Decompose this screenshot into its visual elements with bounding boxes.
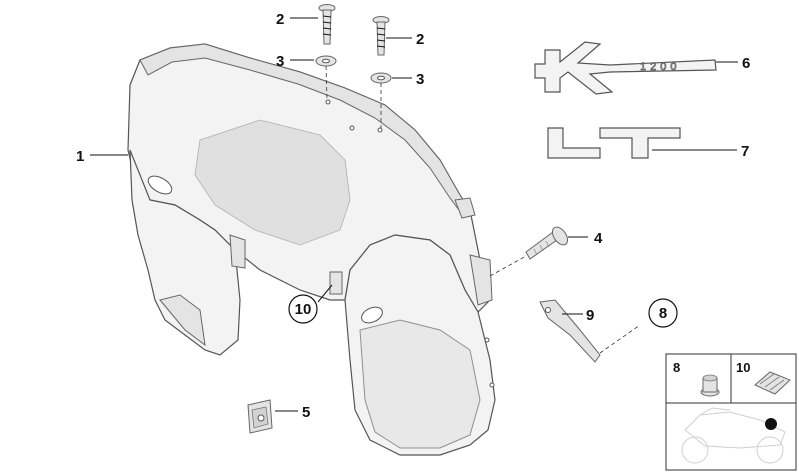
callout-2a: 2 [276, 11, 284, 28]
clip-nut-5-icon [247, 399, 273, 434]
callout-7: 7 [741, 143, 749, 160]
location-marker-icon [765, 418, 777, 430]
screw-2b-icon [372, 16, 390, 56]
inset-label-8: 8 [673, 360, 680, 375]
motorcycle-silhouette-icon [681, 407, 786, 464]
clip-icon [754, 371, 791, 395]
bolt-4-icon [525, 226, 569, 260]
bracket-9-icon [539, 299, 601, 363]
callout-8: 8 [659, 305, 667, 322]
callout-6: 6 [742, 55, 750, 72]
screw-2a-icon [318, 4, 336, 45]
callout-9: 9 [586, 307, 594, 324]
callout-2b: 2 [416, 31, 424, 48]
grommet-icon [700, 374, 720, 397]
washer-3b-icon [370, 72, 392, 84]
callout-1: 1 [76, 148, 84, 165]
callout-5: 5 [302, 404, 310, 421]
inner-fairing-part [127, 43, 496, 456]
callout-3b: 3 [416, 71, 424, 88]
emblem-lt [547, 127, 681, 159]
emblem-k1200: 1200 [534, 41, 717, 95]
inset-label-10: 10 [736, 360, 750, 375]
inset-panel: 8 10 [665, 353, 797, 471]
leader-10 [317, 284, 333, 303]
callout-10: 10 [295, 301, 312, 318]
emblem-k1200-number: 1200 [640, 61, 680, 73]
callout-10-circle [288, 294, 318, 324]
callout-4: 4 [594, 230, 603, 247]
washer-3a-icon [315, 55, 337, 67]
callout-3a: 3 [276, 53, 284, 70]
callout-8-circle [648, 298, 678, 328]
